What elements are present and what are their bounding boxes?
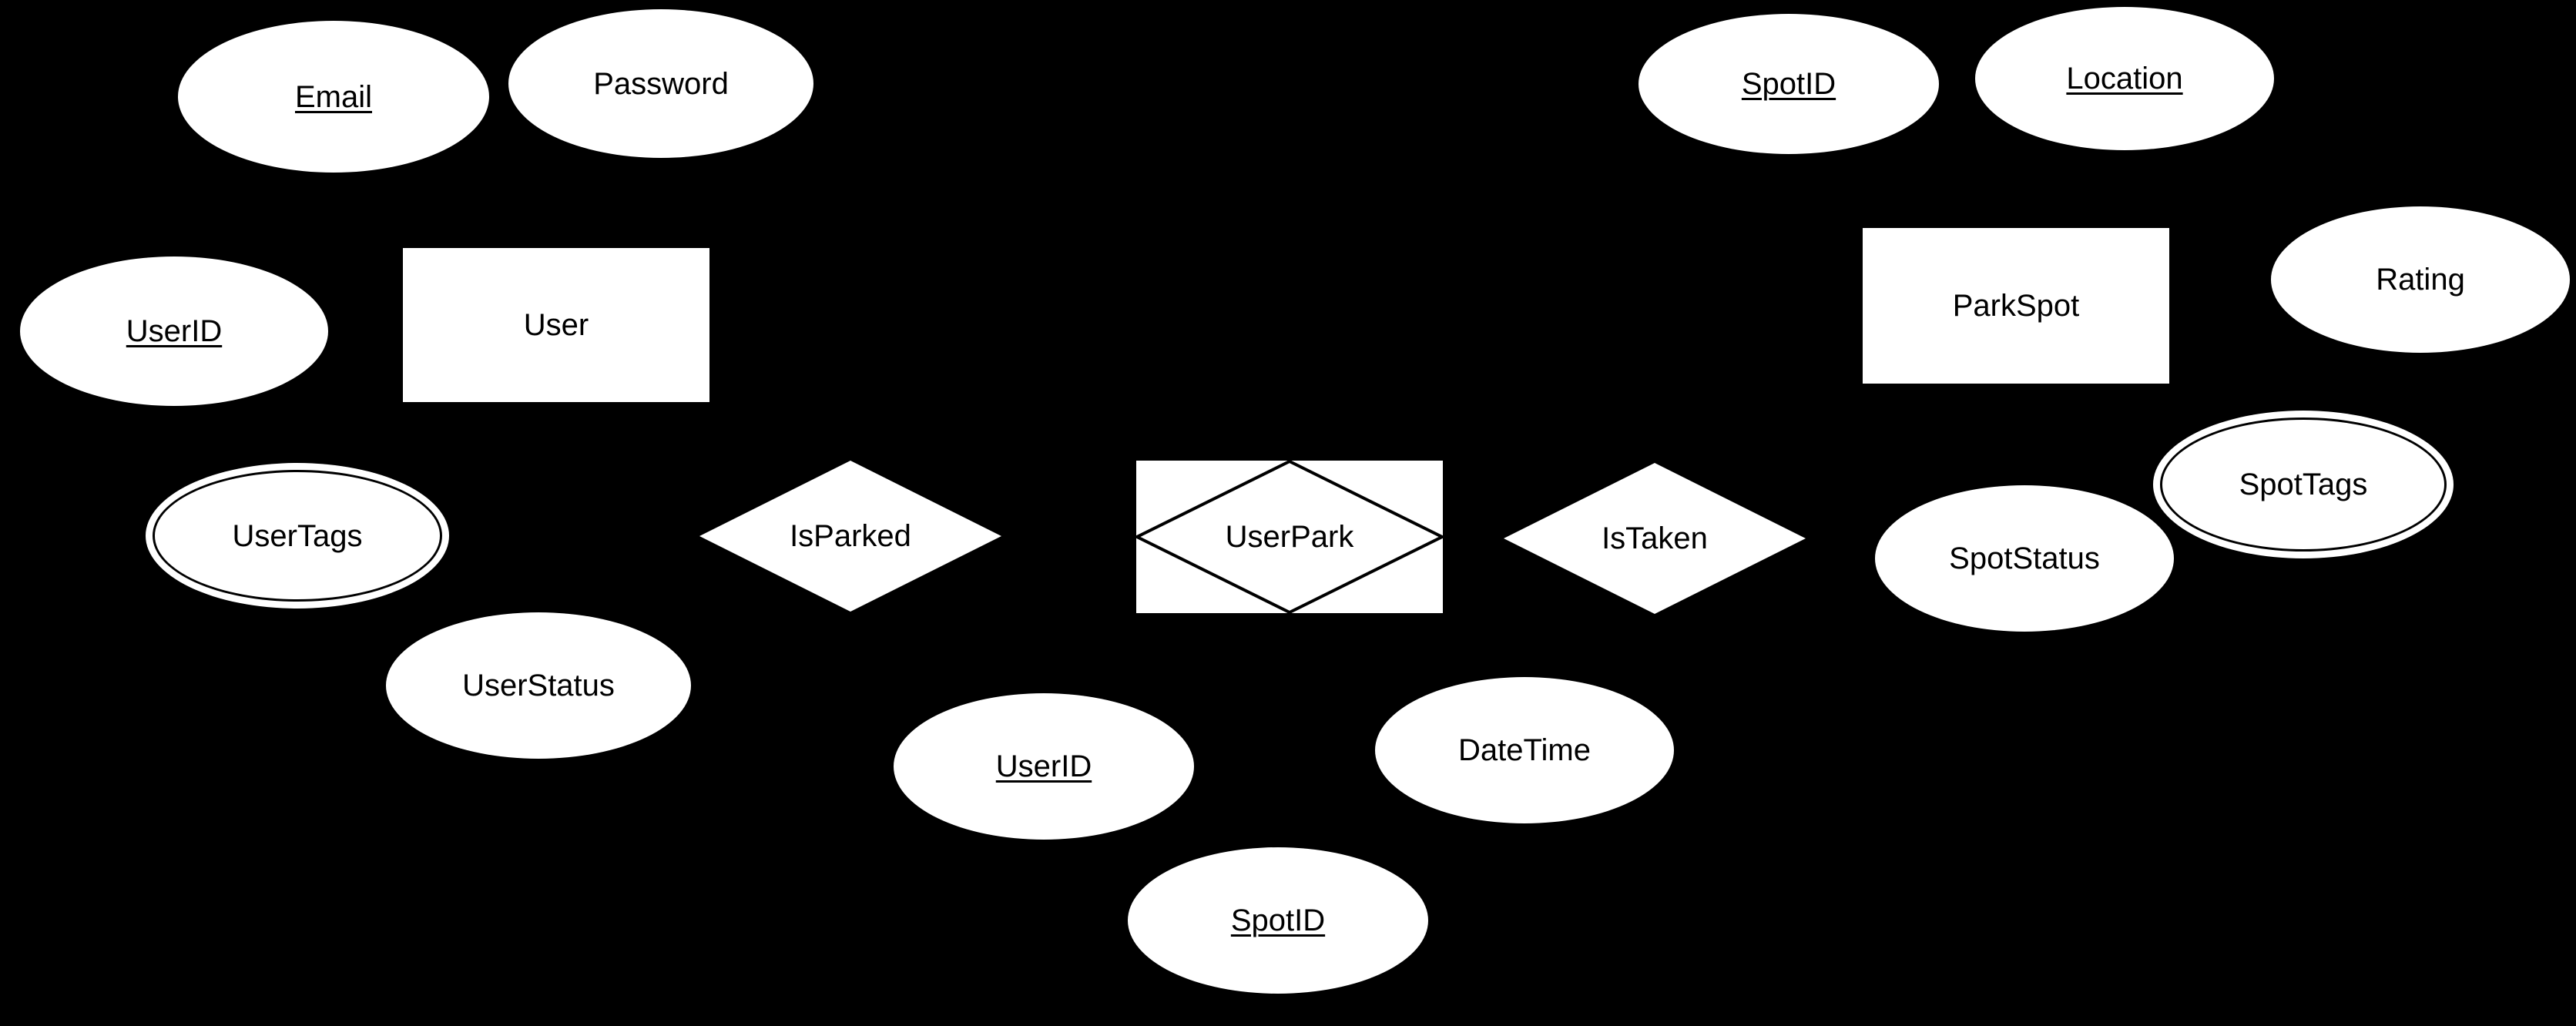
er-node-userstatus[interactable]: UserStatus: [386, 612, 691, 759]
er-node-label-userpark: UserPark: [1225, 520, 1354, 554]
er-node-label-spotid_bottom: SpotID: [1230, 904, 1326, 937]
er-node-label-parkspot: ParkSpot: [1952, 289, 2080, 323]
er-node-userid_left[interactable]: UserID: [20, 256, 328, 406]
er-node-label-spotid_top: SpotID: [1741, 67, 1836, 101]
er-node-spotid_bottom[interactable]: SpotID: [1128, 847, 1428, 994]
er-node-label-password: Password: [593, 66, 729, 101]
er-node-label-isparked: IsParked: [790, 519, 911, 553]
er-node-label-istaken: IsTaken: [1602, 521, 1708, 555]
er-node-user[interactable]: User: [403, 248, 709, 402]
er-node-istaken[interactable]: IsTaken: [1504, 463, 1806, 614]
er-node-userpark[interactable]: UserPark: [1136, 461, 1443, 613]
er-node-label-location: Location: [2066, 62, 2183, 96]
er-node-label-spottags: SpotTags: [2239, 468, 2368, 501]
er-node-label-user: User: [523, 308, 589, 342]
er-node-label-datetime: DateTime: [1458, 733, 1591, 767]
er-node-isparked[interactable]: IsParked: [699, 461, 1001, 612]
er-node-password[interactable]: Password: [508, 9, 813, 158]
er-node-label-email: Email: [294, 79, 373, 114]
er-node-email[interactable]: Email: [178, 21, 489, 173]
er-node-label-userid_left: UserID: [126, 314, 223, 348]
er-node-userid_bottom[interactable]: UserID: [894, 693, 1194, 840]
er-node-label-rating: Rating: [2376, 263, 2465, 297]
er-node-location[interactable]: Location: [1975, 7, 2274, 150]
er-node-label-spotstatus: SpotStatus: [1949, 542, 2100, 575]
er-node-label-usertags: UserTags: [232, 518, 363, 553]
er-node-rating[interactable]: Rating: [2271, 206, 2570, 353]
er-node-spotid_top[interactable]: SpotID: [1639, 14, 1939, 154]
er-node-spottags[interactable]: SpotTags: [2153, 411, 2454, 558]
er-node-spotstatus[interactable]: SpotStatus: [1875, 485, 2174, 632]
er-node-datetime[interactable]: DateTime: [1375, 677, 1674, 823]
er-node-label-userstatus: UserStatus: [462, 669, 615, 702]
er-node-label-userid_bottom: UserID: [995, 749, 1092, 783]
er-node-parkspot[interactable]: ParkSpot: [1863, 228, 2169, 384]
er-node-usertags[interactable]: UserTags: [146, 463, 449, 609]
